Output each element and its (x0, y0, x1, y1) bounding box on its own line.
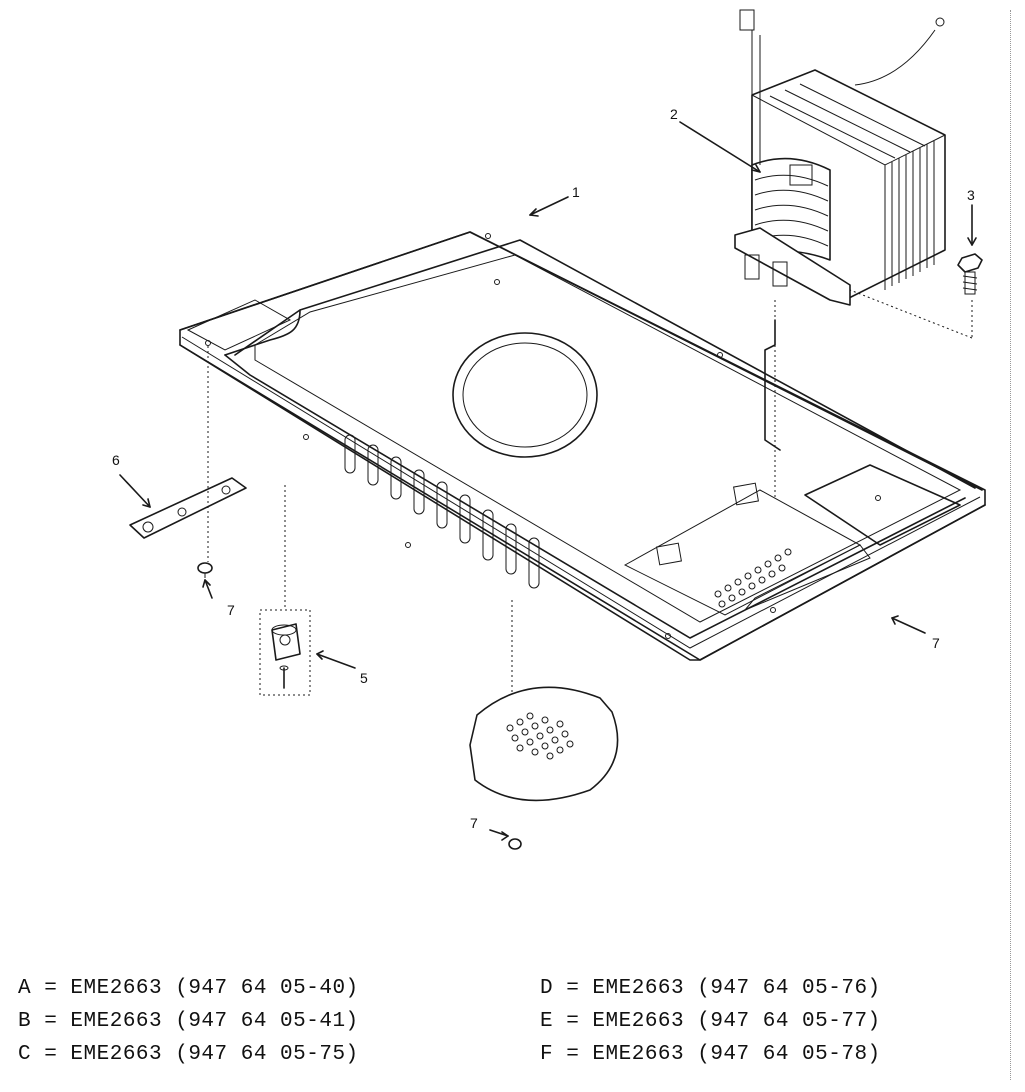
model-line-d: D = EME2663 (947 64 05-76) (540, 977, 881, 1000)
screw-part-7-bottom (489, 829, 522, 850)
scan-edge-margin (1010, 10, 1019, 1080)
callout-3: 3 (967, 187, 975, 203)
callout-2: 2 (670, 106, 678, 122)
model-line-b: B = EME2663 (947 64 05-41) (18, 1010, 359, 1033)
callout-5: 5 (360, 670, 368, 686)
callout-7-bottom: 7 (470, 815, 478, 831)
base-plate (179, 231, 986, 661)
arrow-part-7-right (891, 617, 926, 634)
model-line-a: A = EME2663 (947 64 05-40) (18, 977, 359, 1000)
callout-6: 6 (112, 452, 120, 468)
bracket-part-6 (119, 346, 247, 562)
vent-cover (469, 600, 619, 802)
callout-7-left: 7 (227, 602, 235, 618)
model-line-e: E = EME2663 (947 64 05-77) (540, 1010, 881, 1033)
model-line-f: F = EME2663 (947 64 05-78) (540, 1043, 881, 1066)
model-line-c: C = EME2663 (947 64 05-75) (18, 1043, 359, 1066)
screw-part-7-left (197, 562, 213, 599)
arrow-part-1 (529, 196, 569, 216)
foot-assembly-part-5 (259, 485, 356, 696)
screw-part-3 (849, 204, 983, 339)
callout-7-right: 7 (932, 635, 940, 651)
arrow-part-2 (679, 121, 761, 173)
callout-1: 1 (572, 184, 580, 200)
transformer (734, 9, 946, 306)
exploded-parts-diagram: 1 2 3 5 6 7 7 7 (112, 9, 986, 850)
